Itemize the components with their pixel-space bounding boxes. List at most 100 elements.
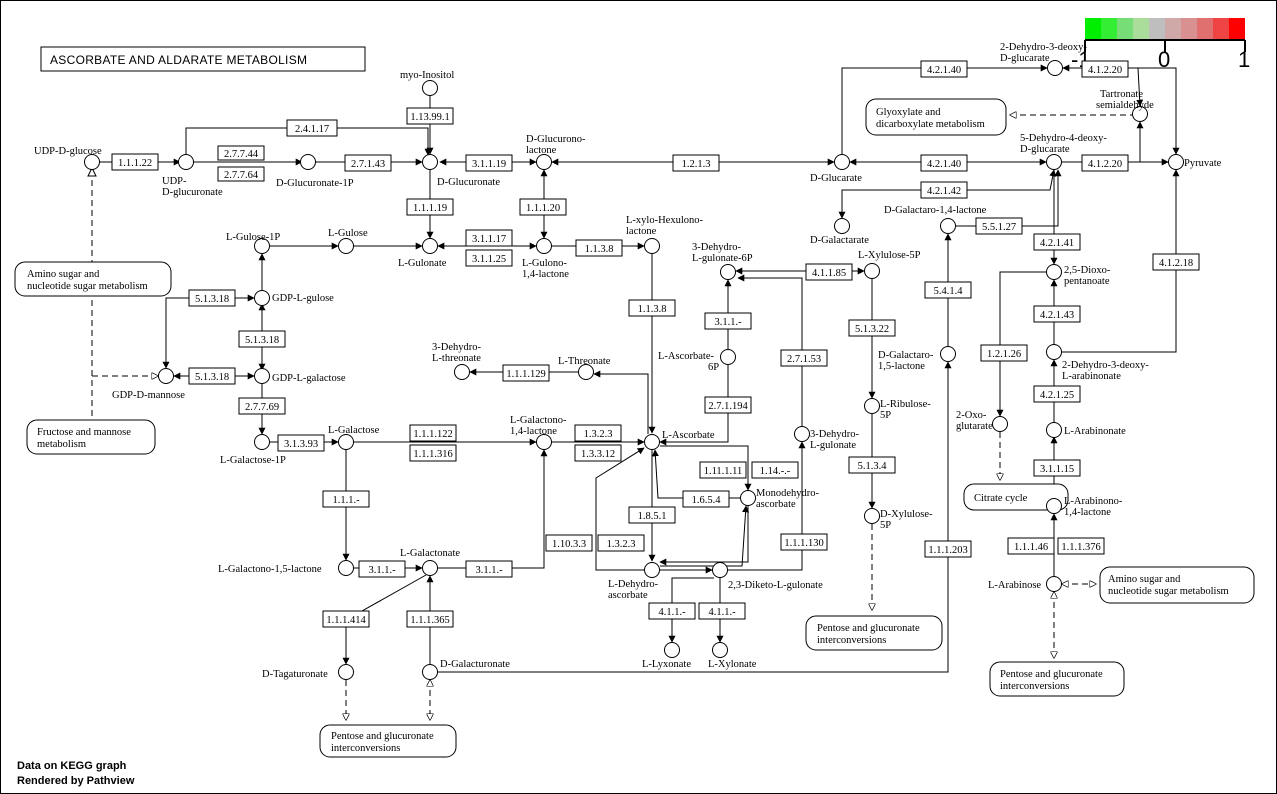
enzyme-box-1.1.1.46[interactable]: 1.1.1.46 <box>1007 537 1055 555</box>
map-pentose-bottom[interactable]: Pentose and glucuronate interconversions <box>319 724 457 758</box>
compound-node-d-galactaro-15-lactone[interactable] <box>940 346 956 362</box>
compound-node-l-galactonate[interactable] <box>422 560 438 576</box>
compound-node-d-xylulose-5p[interactable] <box>864 508 880 524</box>
compound-node-d-glucuronate-1p[interactable] <box>300 154 316 170</box>
compound-node-3-dehydro-l-gulonate[interactable] <box>794 426 810 442</box>
compound-node-2-oxoglutarate[interactable] <box>992 416 1008 432</box>
map-pentose-mid[interactable]: Pentose and glucuronate interconversions <box>805 615 943 651</box>
enzyme-box-1.2.1.26[interactable]: 1.2.1.26 <box>980 344 1028 362</box>
enzyme-box-1.1.1.414[interactable]: 1.1.1.414 <box>322 610 370 628</box>
compound-node-l-arabinose[interactable] <box>1046 576 1062 592</box>
enzyme-box-1.1.1.22[interactable]: 1.1.1.22 <box>111 153 159 171</box>
enzyme-box-1.1.1.130[interactable]: 1.1.1.130 <box>780 533 828 551</box>
compound-node-tartronate-semialdehyde[interactable] <box>1132 106 1148 122</box>
compound-node-5-dehydro-4-deoxy-glucarate[interactable] <box>1046 154 1062 170</box>
enzyme-box-1.3.2.3[interactable]: 1.3.2.3 <box>574 424 622 442</box>
enzyme-box-1.8.5.1[interactable]: 1.8.5.1 <box>628 506 676 524</box>
compound-node-l-galactono-14-lactone[interactable] <box>536 434 552 450</box>
enzyme-box-4.2.1.25[interactable]: 4.2.1.25 <box>1033 385 1081 403</box>
enzyme-box-1.1.1.-[interactable]: 1.1.1.- <box>322 490 370 508</box>
enzyme-box-2.4.1.17[interactable]: 2.4.1.17 <box>286 119 338 137</box>
compound-node-l-arabinonate[interactable] <box>1046 422 1062 438</box>
enzyme-box-2.7.1.194[interactable]: 2.7.1.194 <box>704 396 752 414</box>
enzyme-box-1.11.1.11[interactable]: 1.11.1.11 <box>699 461 747 479</box>
map-pentose-right[interactable]: Pentose and glucuronate interconversions <box>989 661 1125 697</box>
enzyme-box-1.1.1.365[interactable]: 1.1.1.365 <box>406 610 454 628</box>
compound-node-l-dehydroascorbate[interactable] <box>644 562 660 578</box>
enzyme-box-5.1.3.18[interactable]: 5.1.3.18 <box>188 367 236 385</box>
enzyme-box-1.1.3.8[interactable]: 1.1.3.8 <box>575 239 623 257</box>
map-amino-sugar-left[interactable]: Amino sugar and nucleotide sugar metabol… <box>14 261 172 297</box>
compound-node-gdp-d-mannose[interactable] <box>158 368 174 384</box>
enzyme-box-4.1.1.-[interactable]: 4.1.1.- <box>648 602 696 620</box>
enzyme-box-1.1.1.316[interactable]: 1.1.1.316 <box>409 444 457 462</box>
enzyme-box-1.2.1.3[interactable]: 1.2.1.3 <box>672 154 720 172</box>
compound-node-d-glucarate[interactable] <box>834 154 850 170</box>
enzyme-box-3.1.1.17[interactable]: 3.1.1.17 <box>465 229 513 247</box>
enzyme-box-4.2.1.40[interactable]: 4.2.1.40 <box>920 154 968 172</box>
map-citrate-cycle[interactable]: Citrate cycle <box>963 483 1069 511</box>
compound-node-d-galactarate[interactable] <box>834 218 850 234</box>
enzyme-box-5.4.1.4[interactable]: 5.4.1.4 <box>924 281 972 299</box>
compound-node-l-threonate[interactable] <box>578 364 594 380</box>
enzyme-box-5.1.3.18[interactable]: 5.1.3.18 <box>238 330 286 348</box>
compound-node-d-galacturonate[interactable] <box>422 664 438 680</box>
compound-node-25-dioxopentanoate[interactable] <box>1046 264 1062 280</box>
enzyme-box-4.1.1.-[interactable]: 4.1.1.- <box>698 602 746 620</box>
enzyme-box-3.1.3.93[interactable]: 3.1.3.93 <box>277 434 325 452</box>
compound-node-d-galactaro-14-lactone[interactable] <box>940 218 956 234</box>
enzyme-box-2.7.1.43[interactable]: 2.7.1.43 <box>344 154 392 172</box>
pathway-title[interactable]: ASCORBATE AND ALDARATE METABOLISM <box>40 46 366 72</box>
enzyme-box-5.1.3.18[interactable]: 5.1.3.18 <box>188 289 236 307</box>
compound-node-l-lyxonate[interactable] <box>664 642 680 658</box>
enzyme-box-1.13.99.1[interactable]: 1.13.99.1 <box>406 107 454 125</box>
map-fructose-mannose[interactable]: Fructose and mannose metabolism <box>26 419 156 455</box>
compound-node-myo-inositol[interactable] <box>422 80 438 96</box>
compound-node-l-xylulose-5p[interactable] <box>864 263 880 279</box>
compound-node-l-galactono-15-lactone[interactable] <box>338 560 354 576</box>
enzyme-box-1.1.1.129[interactable]: 1.1.1.129 <box>502 364 550 382</box>
compound-node-l-gulose-1p[interactable] <box>254 238 270 254</box>
compound-node-l-gulonate[interactable] <box>422 238 438 254</box>
enzyme-box-2.7.7.69[interactable]: 2.7.7.69 <box>238 397 286 415</box>
enzyme-box-4.1.2.20[interactable]: 4.1.2.20 <box>1081 60 1129 78</box>
compound-node-d-glucuronolactone[interactable] <box>536 154 552 170</box>
compound-node-2-dehydro-3-deoxy-glucarate[interactable] <box>1047 60 1063 76</box>
compound-node-d-glucuronate[interactable] <box>422 154 438 170</box>
enzyme-box-1.1.1.122[interactable]: 1.1.1.122 <box>409 424 457 442</box>
compound-node-l-ascorbate[interactable] <box>644 434 660 450</box>
enzyme-box-5.1.3.4[interactable]: 5.1.3.4 <box>848 456 896 474</box>
compound-node-2-dehydro-3-deoxy-l-arabinonate[interactable] <box>1046 344 1062 360</box>
compound-node-l-arabinono-lactone[interactable] <box>1046 498 1062 514</box>
enzyme-box-4.2.1.40[interactable]: 4.2.1.40 <box>920 60 968 78</box>
enzyme-box-3.1.1.15[interactable]: 3.1.1.15 <box>1033 459 1081 477</box>
compound-node-l-galactose[interactable] <box>338 434 354 450</box>
enzyme-box-3.1.1.-[interactable]: 3.1.1.- <box>358 560 406 578</box>
compound-node-l-galactose-1p[interactable] <box>254 434 270 450</box>
enzyme-box-4.2.1.42[interactable]: 4.2.1.42 <box>920 181 968 199</box>
compound-node-gdp-l-gulose[interactable] <box>254 290 270 306</box>
compound-node-l-gulono-lactone[interactable] <box>536 238 552 254</box>
enzyme-box-4.2.1.43[interactable]: 4.2.1.43 <box>1033 305 1081 323</box>
compound-node-l-gulose[interactable] <box>338 238 354 254</box>
enzyme-box-3.1.1.-[interactable]: 3.1.1.- <box>465 560 513 578</box>
compound-node-gdp-l-galactose[interactable] <box>254 368 270 384</box>
compound-node-l-ascorbate-6p[interactable] <box>720 349 736 365</box>
map-glyoxylate[interactable]: Glyoxylate and dicarboxylate metabolism <box>865 98 1007 136</box>
enzyme-box-2.7.7.44[interactable]: 2.7.7.44 <box>217 145 265 161</box>
enzyme-box-1.1.1.376[interactable]: 1.1.1.376 <box>1057 537 1105 555</box>
enzyme-box-1.1.1.203[interactable]: 1.1.1.203 <box>924 540 972 558</box>
enzyme-box-1.3.2.3[interactable]: 1.3.2.3 <box>597 534 645 552</box>
enzyme-box-4.1.1.85[interactable]: 4.1.1.85 <box>805 263 853 281</box>
compound-node-l-xylo-hexulonolactone[interactable] <box>644 238 660 254</box>
enzyme-box-2.7.1.53[interactable]: 2.7.1.53 <box>780 349 828 367</box>
enzyme-box-1.10.3.3[interactable]: 1.10.3.3 <box>545 534 593 552</box>
enzyme-box-1.1.1.19[interactable]: 1.1.1.19 <box>406 198 454 216</box>
enzyme-box-3.1.1.19[interactable]: 3.1.1.19 <box>465 154 513 172</box>
compound-node-3-dehydro-l-threonate[interactable] <box>454 364 470 380</box>
enzyme-box-4.2.1.41[interactable]: 4.2.1.41 <box>1033 233 1081 251</box>
enzyme-box-1.14.-.-[interactable]: 1.14.-.- <box>751 461 799 479</box>
compound-node-monodehydroascorbate[interactable] <box>740 490 756 506</box>
enzyme-box-3.1.1.25[interactable]: 3.1.1.25 <box>465 249 513 267</box>
enzyme-box-2.7.7.64[interactable]: 2.7.7.64 <box>217 166 265 182</box>
